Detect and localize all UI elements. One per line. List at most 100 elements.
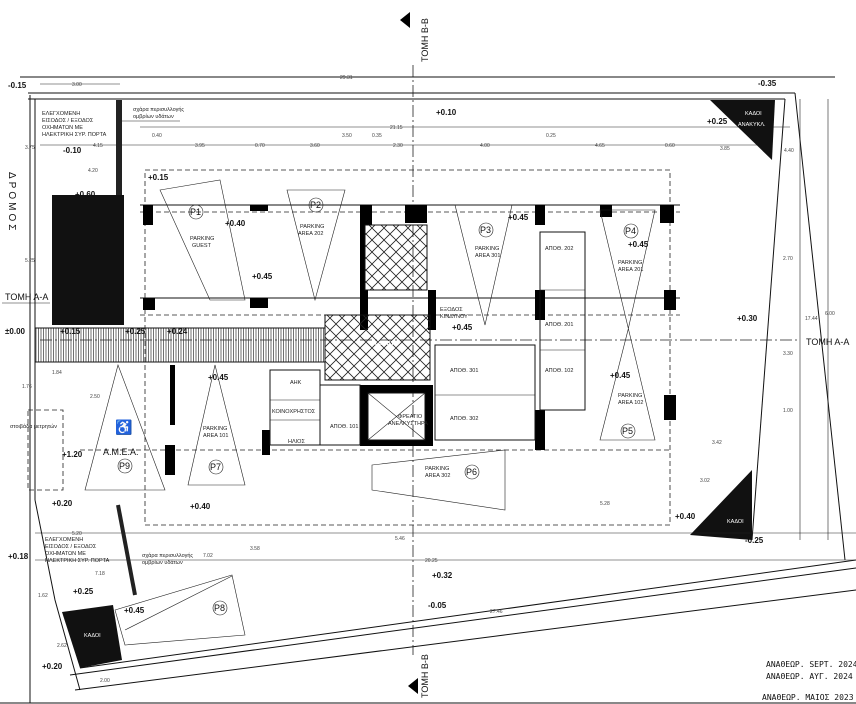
svg-text:P4: P4 (625, 226, 636, 236)
svg-text:+0.25: +0.25 (707, 117, 728, 126)
svg-text:ΚΑΔΟΙ: ΚΑΔΟΙ (745, 111, 762, 117)
plot-boundary: 29.31 (20, 75, 856, 703)
fire-exit-label: ΕΞΟΔΟΣ (440, 307, 463, 313)
svg-text:+0.18: +0.18 (8, 552, 29, 561)
svg-text:4.20: 4.20 (88, 168, 98, 174)
svg-text:PARKING: PARKING (618, 393, 642, 399)
svg-text:P9: P9 (119, 461, 130, 471)
revision-notes: ΑΝΑΘΕΩΡ. SEPT. 2024 ΑΝΑΘΕΩΡ. ΑΥΓ. 2024 Α… (762, 660, 856, 702)
svg-text:ΑΝΑΘΕΩΡ. ΜΑΙΟΣ 2023: ΑΝΑΘΕΩΡ. ΜΑΙΟΣ 2023 (762, 693, 854, 702)
gate-note-top: ΕΛΕΓΧΟΜΕΝΗ ΕΙΣΟΔΟΣ / ΕΞΟΔΟΣ ΟΧΗΜΑΤΩΝ ΜΕ … (42, 111, 107, 138)
svg-text:P8: P8 (214, 603, 225, 613)
svg-text:ΚΙΝΔΥΝΟΥ: ΚΙΝΔΥΝΟΥ (440, 314, 468, 320)
svg-text:ΟΧΗΜΑΤΩΝ ΜΕ: ΟΧΗΜΑΤΩΝ ΜΕ (42, 125, 83, 131)
svg-text:ΑΠΟΘ. 201: ΑΠΟΘ. 201 (545, 322, 573, 328)
svg-text:ΟΧΗΜΑΤΩΝ ΜΕ: ΟΧΗΜΑΤΩΝ ΜΕ (45, 551, 86, 557)
svg-text:27.46: 27.46 (490, 609, 503, 615)
svg-text:+0.25: +0.25 (125, 327, 146, 336)
svg-text:P6: P6 (466, 467, 477, 477)
svg-text:+1.20: +1.20 (62, 450, 83, 459)
svg-text:ΑΠΟΘ. 301: ΑΠΟΘ. 301 (450, 368, 478, 374)
svg-text:+0.45: +0.45 (124, 606, 145, 615)
svg-text:-0.10: -0.10 (63, 146, 82, 155)
svg-text:+0.24: +0.24 (167, 327, 188, 336)
svg-text:AREA 202: AREA 202 (298, 231, 323, 237)
svg-text:ΑΝΑΘΕΩΡ. SEPT. 2024: ΑΝΑΘΕΩΡ. SEPT. 2024 (766, 660, 856, 669)
svg-text:+0.40: +0.40 (675, 512, 696, 521)
svg-text:0.70: 0.70 (255, 143, 265, 149)
svg-text:AREA 301: AREA 301 (475, 253, 500, 259)
svg-text:7.18: 7.18 (95, 571, 105, 577)
ramp-block (52, 195, 124, 325)
svg-text:+0.45: +0.45 (628, 240, 649, 249)
svg-text:0.60: 0.60 (665, 143, 675, 149)
svg-text:ΚΑΔΟΙ: ΚΑΔΟΙ (727, 519, 744, 525)
svg-text:2.70: 2.70 (783, 256, 793, 262)
svg-text:ΚΑΔΟΙ: ΚΑΔΟΙ (84, 633, 101, 639)
level-markers: -0.15 -0.10 +0.60 +0.15 +0.40 +0.45 +0.1… (5, 79, 777, 671)
svg-text:ΑΠΟΘ. 102: ΑΠΟΘ. 102 (545, 368, 573, 374)
svg-text:AREA 201: AREA 201 (618, 267, 643, 273)
svg-text:ΕΙΣΟΔΟΣ / ΕΞΟΔΟΣ: ΕΙΣΟΔΟΣ / ΕΞΟΔΟΣ (45, 544, 97, 550)
svg-text:PARKING: PARKING (475, 246, 499, 252)
svg-text:5.46: 5.46 (395, 536, 405, 542)
svg-text:1.76: 1.76 (22, 384, 32, 390)
svg-text:+0.60: +0.60 (75, 190, 96, 199)
section-aa-right-label: ΤΟΜΗ Α-Α (806, 337, 849, 347)
svg-text:+0.20: +0.20 (52, 499, 73, 508)
svg-text:+0.45: +0.45 (508, 213, 529, 222)
section-label: ΤΟΜΗ Β-Β (420, 654, 430, 698)
svg-text:2.62: 2.62 (57, 643, 67, 649)
svg-text:P5: P5 (622, 426, 633, 436)
svg-text:+0.15: +0.15 (60, 327, 81, 336)
svg-text:6.00: 6.00 (825, 311, 835, 317)
parking-space-p8: P8 (114, 574, 246, 646)
svg-text:ΑΗΚ: ΑΗΚ (290, 380, 302, 386)
svg-text:4.15: 4.15 (93, 143, 103, 149)
svg-text:+0.25: +0.25 (73, 587, 94, 596)
svg-text:PARKING: PARKING (425, 466, 449, 472)
svg-text:ΗΛΕΚΤΡΙΚΗ ΣΥΡ. ΠΟΡΤΑ: ΗΛΕΚΤΡΙΚΗ ΣΥΡ. ΠΟΡΤΑ (42, 132, 107, 138)
svg-text:4.65: 4.65 (595, 143, 605, 149)
lobby-label: LOBBY (375, 341, 395, 347)
structural-walls (143, 205, 676, 475)
svg-text:20.25: 20.25 (425, 558, 438, 564)
svg-text:-0.05: -0.05 (428, 601, 447, 610)
svg-text:4.00: 4.00 (480, 143, 490, 149)
svg-text:PARKING: PARKING (618, 260, 642, 266)
svg-text:ΑΝΕΛΚΥΣΤΗΡΑ: ΑΝΕΛΚΥΣΤΗΡΑ (388, 421, 428, 427)
svg-text:5.28: 5.28 (600, 501, 610, 507)
svg-text:7.02: 7.02 (203, 553, 213, 559)
svg-text:±0.00: ±0.00 (5, 327, 26, 336)
svg-text:+0.40: +0.40 (225, 219, 246, 228)
svg-text:ομβρίων υδάτων: ομβρίων υδάτων (133, 113, 174, 120)
svg-text:+0.20: +0.20 (42, 662, 63, 671)
svg-text:PARKING: PARKING (300, 224, 324, 230)
service-rooms: ΑΗΚ ΚΟΙΝΟΧΡΗΣΤΟΣ ΗΛΙΟΣ ΑΠΟΘ. 101 ΑΠΟΘ. 3… (269, 231, 586, 446)
svg-text:5.20: 5.20 (72, 531, 82, 537)
bins-area-left (62, 605, 122, 668)
svg-text:ΕΛΕΓΧΟΜΕΝΗ: ΕΛΕΓΧΟΜΕΝΗ (45, 537, 83, 543)
svg-text:3.30: 3.30 (783, 351, 793, 357)
svg-text:3.85: 3.85 (720, 146, 730, 152)
svg-text:A.M.E.A.: A.M.E.A. (103, 447, 139, 457)
gutter-note-top: σχάρα περισυλλογής ομβρίων υδάτων (122, 106, 184, 122)
svg-text:1.62: 1.62 (38, 593, 48, 599)
svg-text:5.25: 5.25 (25, 258, 35, 264)
svg-text:ΑΝΑΚΥΚΛ.: ΑΝΑΚΥΚΛ. (738, 122, 766, 128)
svg-text:+0.30: +0.30 (737, 314, 758, 323)
svg-text:ομβρίων υδάτων: ομβρίων υδάτων (142, 559, 183, 566)
svg-text:PARKING: PARKING (190, 236, 214, 242)
svg-text:4.40: 4.40 (784, 148, 794, 154)
svg-text:AREA 101: AREA 101 (203, 433, 228, 439)
gutter-grate-bottom (116, 504, 137, 596)
staircase (364, 224, 428, 291)
gate-note-bottom: ΕΛΕΓΧΟΜΕΝΗ ΕΙΣΟΔΟΣ / ΕΞΟΔΟΣ ΟΧΗΜΑΤΩΝ ΜΕ … (45, 537, 110, 564)
svg-text:ΦΡΕΑΤΙΟ: ΦΡΕΑΤΙΟ (398, 414, 423, 420)
section-bb-top: ΤΟΜΗ Β-Β (400, 12, 430, 62)
